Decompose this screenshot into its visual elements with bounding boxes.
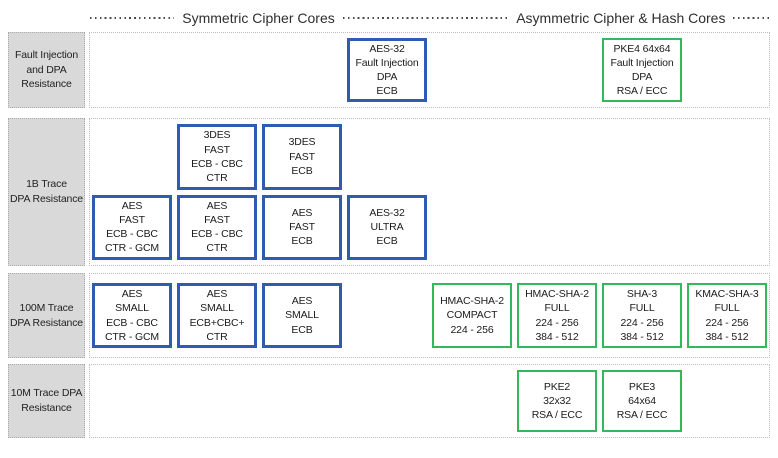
row-label: Fault Injection and DPA Resistance: [8, 32, 85, 108]
row-label: 100M Trace DPA Resistance: [8, 273, 85, 358]
header-symmetric-label: Symmetric Cipher Cores: [182, 10, 335, 26]
row-label: 10M Trace DPA Resistance: [8, 364, 85, 438]
dotted-line: [90, 17, 175, 19]
row-label: 1B Trace DPA Resistance: [8, 118, 85, 266]
core-box-pke3: PKE3 64x64 RSA / ECC: [602, 370, 682, 432]
core-box-3des: 3DES FAST ECB - CBC CTR: [177, 124, 257, 190]
core-box-pke4-64x64: PKE4 64x64 Fault Injection DPA RSA / ECC: [602, 38, 682, 102]
dotted-line: [733, 17, 770, 19]
cipher-cores-diagram: Symmetric Cipher Cores Asymmetric Cipher…: [0, 8, 778, 458]
header-asymmetric-group: Asymmetric Cipher & Hash Cores: [427, 8, 770, 28]
core-box-sha-3: SHA-3 FULL 224 - 256 384 - 512: [602, 283, 682, 348]
core-box-kmac-sha-3: KMAC-SHA-3 FULL 224 - 256 384 - 512: [687, 283, 767, 348]
core-box-aes-32: AES-32 Fault Injection DPA ECB: [347, 38, 427, 102]
dotted-line: [342, 17, 428, 19]
core-box-aes-32: AES-32 ULTRA ECB: [347, 194, 427, 260]
header-asymmetric-label: Asymmetric Cipher & Hash Cores: [516, 10, 726, 26]
core-box-hmac-sha-2: HMAC-SHA-2 COMPACT 224 - 256: [432, 283, 512, 348]
core-box-aes: AES SMALL ECB+CBC+ CTR: [177, 283, 257, 348]
core-box-aes: AES SMALL ECB - CBC CTR - GCM: [92, 283, 172, 348]
header-symmetric-group: Symmetric Cipher Cores: [90, 8, 428, 28]
column-headers: Symmetric Cipher Cores Asymmetric Cipher…: [90, 8, 770, 28]
core-box-aes: AES FAST ECB - CBC CTR - GCM: [92, 194, 172, 260]
row-content: AES-32 Fault Injection DPA ECB PKE4 64x64…: [89, 32, 770, 108]
core-box-hmac-sha-2: HMAC-SHA-2 FULL 224 - 256 384 - 512: [517, 283, 597, 348]
core-box-aes: AES SMALL ECB: [262, 283, 342, 348]
core-box-aes: AES FAST ECB - CBC CTR: [177, 194, 257, 260]
dotted-line: [427, 17, 509, 19]
core-box-pke2: PKE2 32x32 RSA / ECC: [517, 370, 597, 432]
core-box-3des: 3DES FAST ECB: [262, 124, 342, 190]
core-box-aes: AES FAST ECB: [262, 194, 342, 260]
